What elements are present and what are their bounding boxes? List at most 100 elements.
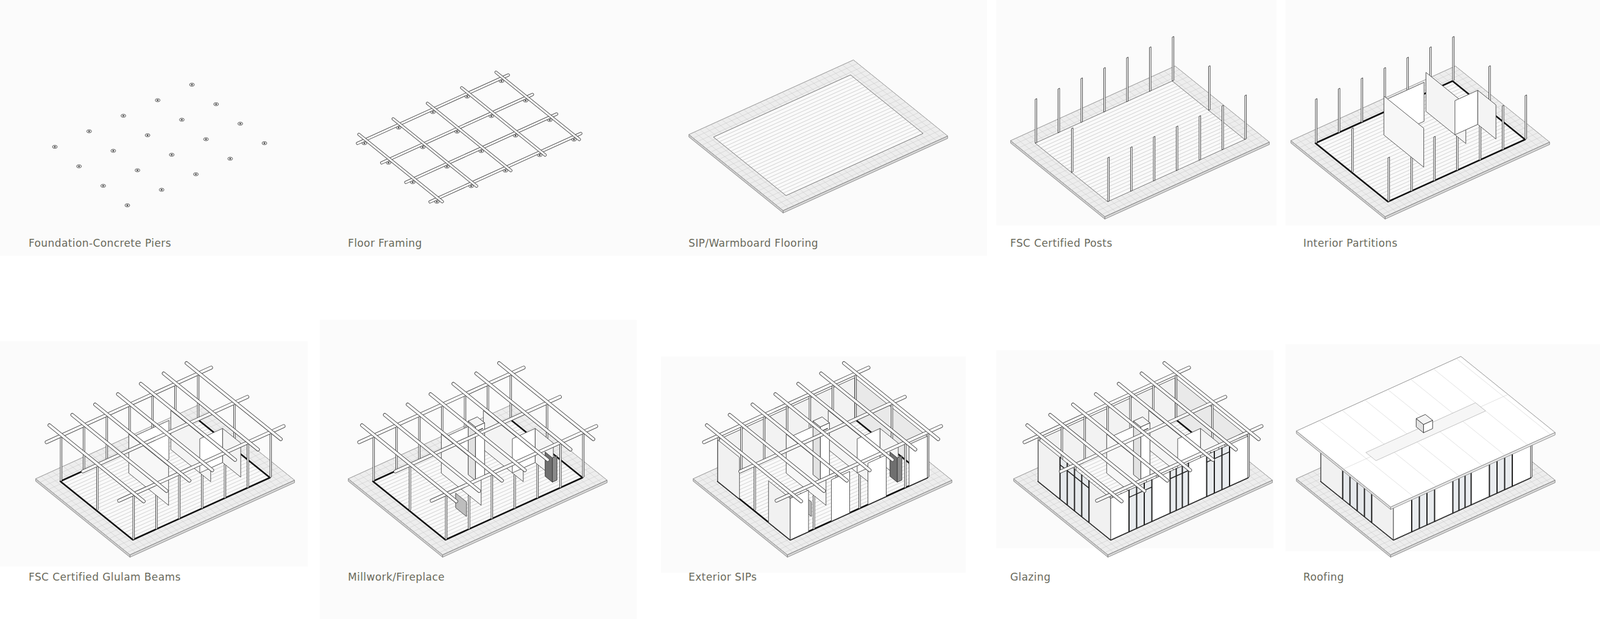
pier-top (446, 165, 448, 167)
pier-top (126, 204, 128, 206)
pier-top (146, 134, 149, 136)
stage-caption: Millwork/Fireplace (347, 570, 445, 584)
beam-edge (843, 363, 939, 440)
floor-plank (1361, 118, 1499, 181)
concrete-pier (261, 141, 267, 145)
deck-border (348, 403, 608, 555)
panel-ground (319, 319, 637, 619)
floor-plank (1055, 97, 1193, 160)
stage-caption: Interior Partitions (1303, 237, 1398, 250)
fsc-post (247, 443, 250, 489)
fsc-post (491, 474, 493, 520)
stage-caption: Foundation-Concrete Piers (28, 237, 172, 250)
fsc-post (854, 374, 857, 420)
interior-partition (1454, 90, 1479, 135)
beam (186, 363, 281, 440)
pier-top (500, 80, 503, 82)
mullion (1170, 470, 1189, 479)
joist (427, 103, 512, 171)
floor-plank (722, 82, 860, 145)
fsc-post (83, 426, 86, 471)
warmboard-floor (713, 74, 924, 196)
pier-top (422, 146, 424, 148)
exterior-sip (868, 455, 887, 506)
fsc-post (132, 495, 135, 540)
pier-top (102, 185, 104, 187)
fsc-post (904, 443, 907, 489)
floor-plank (774, 124, 912, 187)
panel-ground (661, 356, 966, 573)
pier-top (456, 130, 458, 133)
floor-plank (733, 91, 871, 154)
pier-top (387, 162, 389, 164)
fsc-post (1107, 157, 1110, 202)
pier-top (524, 99, 526, 102)
pier-top (514, 134, 517, 136)
concrete-pier (179, 118, 185, 122)
panel-ground (1285, 0, 1600, 226)
stage-drawing (357, 72, 582, 204)
fsc-post (1502, 105, 1505, 150)
joist-edge (461, 87, 546, 155)
floor-plank (1081, 118, 1219, 181)
fsc-post (96, 466, 99, 511)
joist-edge (392, 118, 477, 186)
exterior-sip (1229, 436, 1248, 487)
stage-caption: FSC Certified Posts (1010, 237, 1113, 250)
roof-panel-joint (1343, 394, 1508, 469)
pier-top (194, 173, 197, 175)
pier-top (480, 150, 482, 152)
fsc-post (1315, 98, 1318, 144)
interior-partition (1477, 90, 1496, 139)
floor-plank (751, 105, 889, 168)
floor-plank (742, 98, 880, 161)
pier-top (239, 123, 241, 125)
fsc-post (1175, 374, 1178, 420)
deck-border (1010, 65, 1270, 217)
pier-top (171, 154, 173, 156)
beam (1164, 363, 1259, 440)
beam-edge (186, 363, 281, 440)
floor-plank (1076, 113, 1214, 177)
floor-plank (1038, 83, 1176, 146)
joist (461, 87, 546, 155)
perimeter-sill (1315, 81, 1526, 202)
concrete-pier (227, 157, 233, 161)
concrete-pier (86, 129, 92, 133)
interior-partition (1383, 96, 1424, 168)
floor-plank (731, 88, 869, 152)
pier-top (573, 138, 575, 141)
deck-border (35, 403, 295, 555)
exterior-sip (1188, 455, 1208, 506)
floor-plank (1084, 120, 1222, 183)
stage-caption: FSC Certified Glulam Beams (28, 570, 181, 584)
floor-plank (1049, 92, 1187, 155)
floor-plank (759, 112, 897, 175)
pier-top (136, 169, 138, 171)
pier-top (157, 99, 159, 101)
concrete-pier (145, 133, 150, 137)
mullion (1221, 447, 1223, 490)
fsc-post (1361, 77, 1363, 123)
fsc-post (197, 374, 200, 420)
concrete-pier (159, 188, 164, 192)
floor-plank (1093, 127, 1231, 191)
panel-ground (319, 0, 662, 256)
floor-plank (745, 100, 883, 163)
concrete-pier (169, 152, 175, 156)
floor-plank (716, 77, 854, 140)
fsc-post (178, 474, 181, 520)
pier-top (548, 119, 551, 121)
joist-edge (495, 72, 580, 140)
beam (843, 363, 939, 440)
warmboard-floor (1315, 81, 1526, 202)
joist (495, 72, 580, 140)
concrete-pier (100, 184, 106, 188)
fsc-post (418, 416, 421, 461)
pier-top (411, 181, 414, 183)
concrete-pier (203, 137, 209, 141)
floor-plank (1066, 106, 1204, 169)
mullion (1088, 480, 1090, 523)
joist-edge (358, 134, 443, 202)
floor-plank (725, 84, 863, 147)
